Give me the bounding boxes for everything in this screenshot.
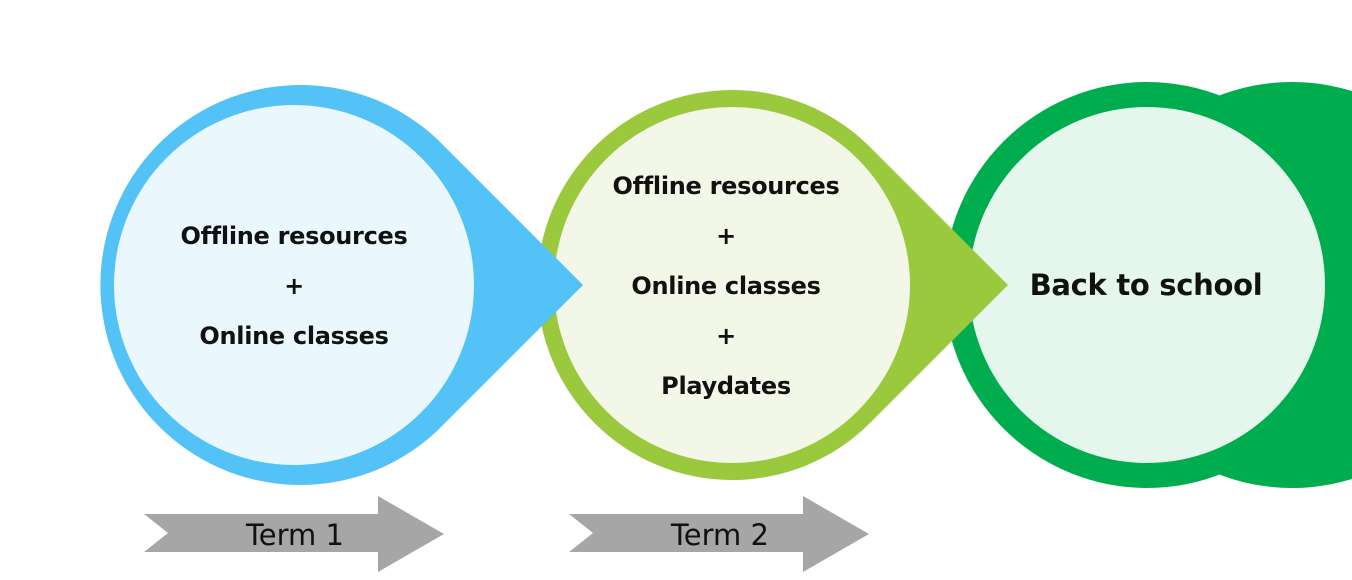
stage-3-circle-fill: [969, 107, 1325, 463]
stage-2-line: Playdates: [661, 372, 791, 400]
stage-2-node: [537, 90, 1008, 480]
stage-2-line: Offline resources: [612, 172, 840, 200]
stage-3-node: [944, 82, 1352, 488]
stage-1-line: Offline resources: [180, 222, 408, 250]
stage-1-circle-fill: [114, 105, 474, 465]
stage-3-label: Back to school: [966, 250, 1326, 320]
stage-3-line: Back to school: [1029, 268, 1263, 302]
term-2-arrow: [569, 496, 869, 572]
stage-2-line: Online classes: [631, 272, 821, 300]
stage-2-circle-fill: [554, 107, 910, 463]
plus-sign: +: [716, 322, 736, 350]
plus-sign: +: [284, 272, 304, 300]
term-1-label: Term 1: [246, 518, 344, 552]
stage-1-line: Online classes: [199, 322, 389, 350]
term-1-arrow: [144, 496, 444, 572]
stage-1-node: [100, 84, 584, 485]
plus-sign: +: [716, 222, 736, 250]
term-2-label: Term 2: [671, 518, 769, 552]
stage-2-label: Offline resources + Online classes + Pla…: [546, 136, 906, 436]
stage-1-label: Offline resources + Online classes: [114, 186, 474, 386]
